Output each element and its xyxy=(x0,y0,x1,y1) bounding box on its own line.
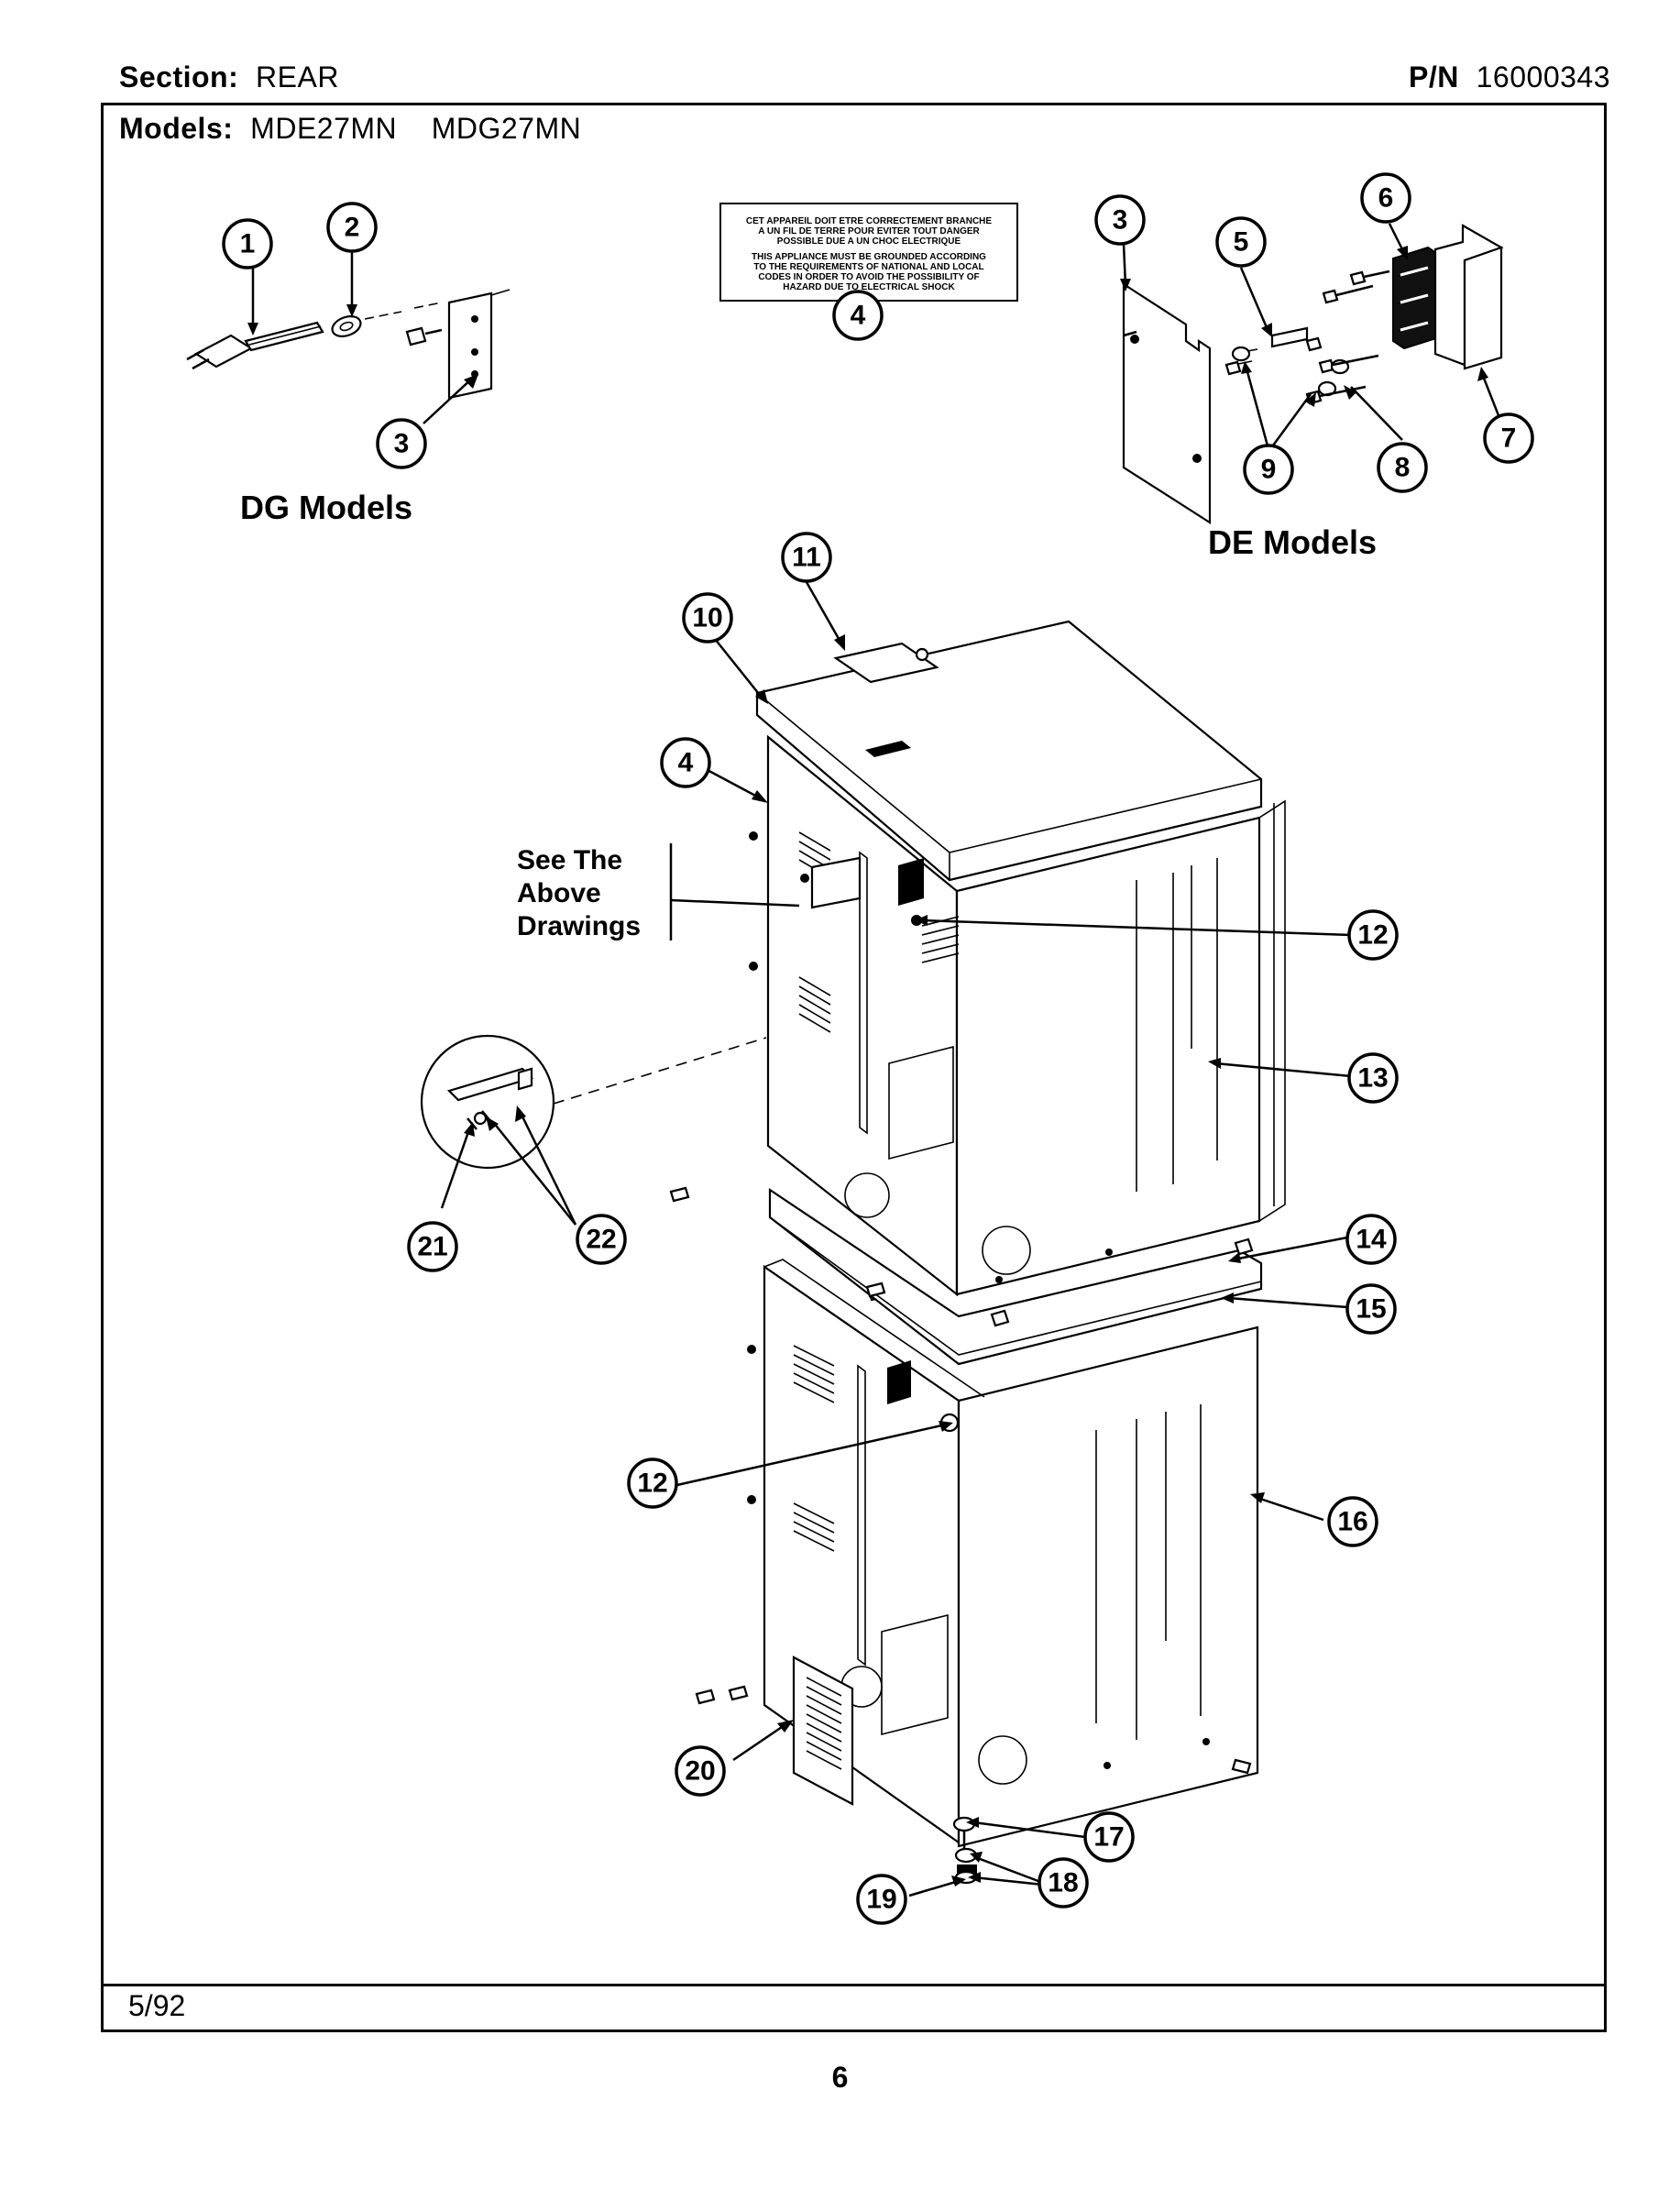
callout-12-upper: 12 xyxy=(1347,909,1399,961)
callout-7: 7 xyxy=(1483,412,1534,464)
footer-rule xyxy=(101,1984,1604,1986)
svg-text:14: 14 xyxy=(1356,1225,1387,1255)
callout-17: 17 xyxy=(1083,1811,1135,1863)
part-number: P/N 16000343 xyxy=(1409,60,1610,94)
callout-20: 20 xyxy=(675,1745,726,1797)
svg-text:5: 5 xyxy=(1234,227,1249,258)
callout-6: 6 xyxy=(1360,172,1411,224)
svg-text:19: 19 xyxy=(866,1885,896,1915)
callout-9: 9 xyxy=(1243,444,1294,495)
svg-text:1: 1 xyxy=(240,229,256,259)
strain-relief-part xyxy=(331,315,362,337)
callout-2: 2 xyxy=(326,202,378,253)
callout-8: 8 xyxy=(1377,442,1428,493)
see-above-line-3: Drawings xyxy=(517,911,641,941)
svg-text:12: 12 xyxy=(1357,920,1388,951)
de-models-group xyxy=(1120,223,1505,525)
svg-text:21: 21 xyxy=(417,1232,447,1262)
dg-models-caption: DG Models xyxy=(240,489,412,526)
svg-text:2: 2 xyxy=(345,213,360,243)
svg-text:3: 3 xyxy=(1113,205,1128,236)
see-above-line-1: See The xyxy=(517,845,622,875)
svg-text:17: 17 xyxy=(1093,1822,1124,1853)
frame-top-rule xyxy=(101,103,1604,105)
vent-cover-part xyxy=(792,1656,854,1806)
de-models-caption: DE Models xyxy=(1208,523,1377,561)
callout-11: 11 xyxy=(781,532,832,583)
svg-text:11: 11 xyxy=(792,543,821,573)
warning-fr-2: A UN FIL DE TERRE POUR EVITER TOUT DANGE… xyxy=(758,226,980,236)
svg-text:16: 16 xyxy=(1337,1507,1367,1537)
svg-text:20: 20 xyxy=(685,1756,715,1787)
callout-10: 10 xyxy=(682,592,733,644)
callout-3: 3 xyxy=(376,418,427,469)
detail-circle xyxy=(420,1034,555,1170)
callout-22: 22 xyxy=(576,1214,627,1265)
svg-text:3: 3 xyxy=(394,429,410,459)
callout-12-lower: 12 xyxy=(627,1458,678,1509)
svg-text:18: 18 xyxy=(1048,1868,1078,1898)
see-above-line-2: Above xyxy=(517,878,601,908)
callout-4-main: 4 xyxy=(660,737,711,788)
leveling-foot-part xyxy=(952,1816,978,1885)
svg-text:8: 8 xyxy=(1395,453,1411,483)
dg-models-group xyxy=(186,251,511,424)
diagram-frame xyxy=(101,103,1607,2032)
warning-fr-1: CET APPAREIL DOIT ETRE CORRECTEMENT BRAN… xyxy=(746,216,992,226)
callout-13: 13 xyxy=(1347,1052,1399,1104)
callout-1: 1 xyxy=(222,218,273,270)
callout-14: 14 xyxy=(1345,1214,1397,1265)
svg-text:22: 22 xyxy=(586,1225,616,1255)
svg-text:7: 7 xyxy=(1501,424,1517,454)
warning-fr-3: POSSIBLE DUE A UN CHOC ELECTRIQUE xyxy=(777,236,961,247)
svg-text:4: 4 xyxy=(678,748,694,778)
callout-21: 21 xyxy=(407,1221,458,1272)
warning-en-3: CODES IN ORDER TO AVOID THE POSSIBILITY … xyxy=(758,272,979,282)
warning-en-2: TO THE REQUIREMENTS OF NATIONAL AND LOCA… xyxy=(753,262,983,272)
power-cord-part xyxy=(186,321,324,370)
callout-16: 16 xyxy=(1327,1496,1378,1547)
callout-19: 19 xyxy=(856,1874,907,1925)
callout-3-de: 3 xyxy=(1094,194,1146,246)
models-line: Models: MDE27MN MDG27MN xyxy=(119,112,582,145)
leader-lines xyxy=(440,562,1352,1898)
callout-18: 18 xyxy=(1038,1857,1089,1908)
warning-label-part: CET APPAREIL DOIT ETRE CORRECTEMENT BRAN… xyxy=(719,203,1018,302)
revision-date: 5/92 xyxy=(128,1989,186,2022)
section-heading: Section: REAR xyxy=(119,60,339,94)
warning-en-4: HAZARD DUE TO ELECTRICAL SHOCK xyxy=(783,282,955,292)
svg-text:13: 13 xyxy=(1357,1063,1388,1094)
svg-text:9: 9 xyxy=(1261,455,1277,485)
svg-text:12: 12 xyxy=(637,1468,667,1499)
page-number: 6 xyxy=(831,2061,849,2094)
svg-text:15: 15 xyxy=(1356,1294,1386,1325)
svg-text:10: 10 xyxy=(692,603,722,633)
callout-5: 5 xyxy=(1215,216,1267,268)
callout-4: 4 xyxy=(832,290,884,341)
upper-dryer-cabinet xyxy=(669,620,1286,1302)
callout-15: 15 xyxy=(1345,1283,1397,1335)
svg-text:4: 4 xyxy=(851,301,866,331)
warning-en-1: THIS APPLIANCE MUST BE GROUNDED ACCORDIN… xyxy=(752,252,986,262)
svg-text:6: 6 xyxy=(1378,183,1394,214)
stacking-base-part xyxy=(768,1187,1263,1366)
